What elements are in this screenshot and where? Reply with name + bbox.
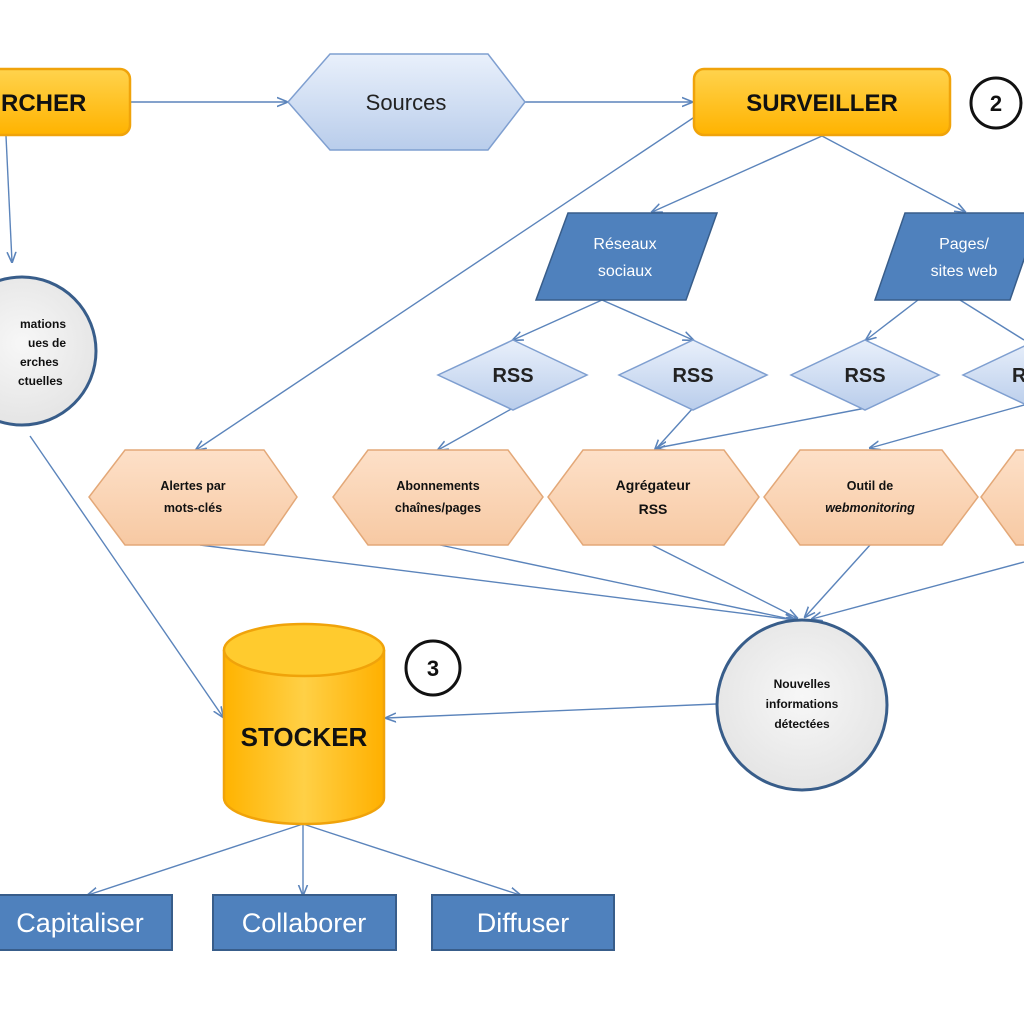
arrow-reseaux-rss2 [601, 299, 693, 340]
arrow-nouvelles-stocker [386, 703, 717, 718]
pages-sites-web-node: Pages/ sites web [873, 212, 1024, 301]
arrow-reseaux-rss1 [513, 299, 603, 340]
agregateur-label-1: Agrégateur [616, 477, 691, 493]
collaborer-box: Collaborer [212, 894, 397, 951]
rss-label-1: RSS [492, 365, 533, 387]
reseaux-label-1: Réseaux [593, 236, 656, 253]
capitaliser-label: Capitaliser [16, 908, 144, 938]
outil-label-1: Outil de [847, 479, 894, 493]
arrow-stocker-diffuser [302, 823, 520, 895]
arrow-stocker-capitaliser [88, 823, 304, 895]
arrow-surveiller-alertes [196, 109, 706, 450]
surveiller-box: SURVEILLER [692, 67, 952, 137]
sources-hexagon: Sources [287, 53, 526, 151]
arrow-offscreen-nouvelles [812, 561, 1024, 619]
arrow-rss3-agregateur [657, 407, 867, 448]
capitaliser-box: Capitaliser [0, 894, 173, 951]
alertes-hexagon: Alertes par mots-clés [88, 449, 298, 546]
abonnements-label-2: chaînes/pages [395, 501, 481, 515]
informations-circle: mations ues de erches ctuelles [0, 275, 98, 427]
arrow-rechercher-informations [5, 135, 12, 262]
info-label-4: ctuelles [18, 374, 63, 388]
step-2-badge: 2 [969, 76, 1023, 130]
step-2-label: 2 [990, 91, 1002, 116]
info-label-1: mations [20, 317, 66, 331]
abonnements-hexagon: Abonnements chaînes/pages [332, 449, 544, 546]
agregateur-hexagon: Agrégateur RSS [547, 449, 760, 546]
pages-label-1: Pages/ [939, 236, 989, 253]
arrow-agregateur-nouvelles [651, 544, 797, 618]
rechercher-box: RCHER [0, 67, 132, 137]
offscreen-hexagon [980, 449, 1024, 546]
info-label-2: ues de [28, 336, 66, 350]
nouvelles-label-3: détectées [774, 717, 830, 731]
nouvelles-informations-circle: Nouvelles informations détectées [715, 618, 889, 792]
arrow-pages-rss4 [959, 299, 1024, 341]
surveiller-label: SURVEILLER [746, 90, 898, 117]
rss-label-2: RSS [672, 365, 713, 387]
nouvelles-label-2: informations [766, 697, 839, 711]
rechercher-label: RCHER [1, 90, 86, 117]
step-3-badge: 3 [404, 639, 462, 697]
reseaux-label-2: sociaux [598, 263, 652, 280]
rss-diamond-1: RSS [436, 339, 589, 411]
reseaux-sociaux-node: Réseaux sociaux [534, 212, 719, 301]
arrow-abonnements-nouvelles [439, 544, 795, 620]
arrow-alertes-nouvelles [199, 544, 795, 620]
arrow-informations-stocker [29, 435, 223, 717]
rss-diamond-2: RSS [617, 339, 769, 411]
abonnements-label-1: Abonnements [396, 479, 479, 493]
arrow-outil-nouvelles [805, 544, 871, 617]
rss-label-4: R [1012, 365, 1024, 387]
rss-diamond-4: R [961, 345, 1024, 405]
info-label-3: erches [20, 355, 59, 369]
diffuser-label: Diffuser [477, 908, 570, 938]
arrow-pages-rss3 [866, 299, 919, 340]
stocker-label: STOCKER [241, 722, 368, 752]
rss-diamond-3: RSS [789, 339, 941, 411]
alertes-label-1: Alertes par [160, 479, 225, 493]
nouvelles-label-1: Nouvelles [774, 677, 831, 691]
collaborer-label: Collaborer [242, 908, 367, 938]
outil-label-2: webmonitoring [825, 501, 915, 515]
arrow-rss4-outil [870, 404, 1024, 448]
arrow-surveiller-pages [821, 135, 965, 212]
alertes-label-2: mots-clés [164, 501, 222, 515]
step-3-label: 3 [427, 656, 439, 681]
pages-label-2: sites web [931, 263, 998, 280]
arrow-rss1-abonnements [438, 407, 514, 450]
arrow-surveiller-reseaux [652, 135, 823, 212]
diffuser-box: Diffuser [431, 894, 615, 951]
sources-label: Sources [366, 90, 447, 115]
arrow-rss2-agregateur [655, 407, 694, 450]
stocker-cylinder: STOCKER [222, 622, 386, 826]
agregateur-label-2: RSS [639, 501, 668, 517]
connectors [5, 102, 1024, 895]
outil-webmonitoring-hexagon: Outil de webmonitoring [763, 449, 979, 546]
rss-label-3: RSS [844, 365, 885, 387]
